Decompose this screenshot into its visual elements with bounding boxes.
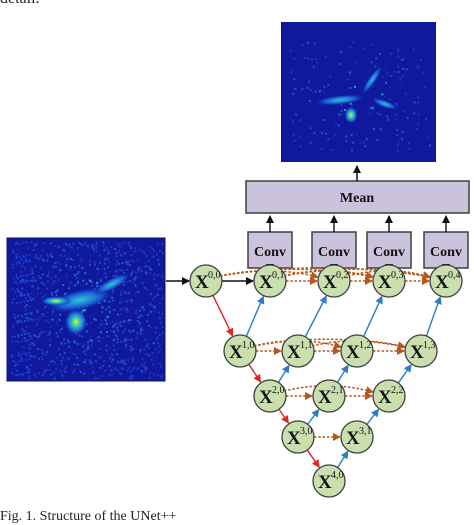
node-letter: X — [346, 342, 360, 363]
node-index: 1,1 — [300, 340, 313, 351]
node-index: 4,0 — [331, 470, 344, 481]
node-index: 1,0 — [242, 340, 255, 351]
node-letter: X — [259, 272, 273, 293]
downsample-arrow — [278, 408, 289, 424]
node-letter: X — [287, 428, 301, 449]
node-letter: X — [346, 428, 360, 449]
node-letter: X — [195, 272, 209, 293]
node-letter: X — [259, 387, 273, 408]
upsample-arrow — [425, 296, 442, 337]
output-image — [281, 22, 436, 162]
node-index: 3,1 — [359, 426, 372, 437]
figure-caption: Fig. 1. Structure of the UNet++ — [0, 509, 177, 524]
conv-label: Conv — [318, 245, 350, 260]
node-index: 1,3 — [423, 340, 436, 351]
node-letter: X — [323, 272, 337, 293]
downsample-arrow — [306, 449, 320, 468]
upsample-arrow — [336, 364, 349, 383]
downsample-arrow — [248, 363, 262, 383]
upsample-arrow — [336, 450, 349, 468]
dense-skip-arrow — [253, 338, 406, 350]
mean-box: Mean — [245, 180, 470, 214]
upsample-arrow — [397, 364, 412, 384]
dense-skip-arrow — [347, 270, 431, 279]
dense-skip-arrow — [283, 268, 431, 280]
upsample-arrow — [245, 295, 265, 337]
upsample-arrow — [307, 408, 320, 425]
conv-box — [311, 231, 357, 269]
upsample-arrow — [277, 364, 290, 383]
node-index: 0,3 — [391, 270, 404, 281]
conv-label: Conv — [254, 245, 286, 260]
upsample-arrow — [363, 295, 383, 337]
node-index: 2,0 — [272, 385, 285, 396]
upsample-arrow — [304, 295, 327, 338]
input-image — [6, 237, 166, 382]
node-index: 1,2 — [359, 340, 372, 351]
node-letter: X — [378, 272, 392, 293]
node-letter: X — [318, 387, 332, 408]
conv-label: Conv — [373, 245, 405, 260]
node-index: 2,1 — [331, 385, 344, 396]
node-index: 0,2 — [336, 270, 349, 281]
dense-skip-arrow — [311, 340, 406, 350]
node-index: 0,4 — [448, 270, 461, 281]
upsample-arrow — [366, 408, 380, 425]
conv-box — [366, 231, 412, 269]
mean-label: Mean — [340, 191, 374, 206]
node-index: 0,1 — [272, 270, 285, 281]
conv-box — [423, 231, 469, 269]
node-index: 0,0 — [208, 270, 221, 281]
node-letter: X — [378, 387, 392, 408]
node-letter: X — [435, 272, 449, 293]
node-letter: X — [410, 342, 424, 363]
node-index: 2,2 — [391, 385, 404, 396]
node-index: 3,0 — [300, 426, 313, 437]
node-letter: X — [229, 342, 243, 363]
node-letter: X — [287, 342, 301, 363]
caption-top: detail. — [0, 0, 40, 8]
node-letter: X — [318, 472, 332, 493]
downsample-arrow — [212, 295, 234, 337]
conv-label: Conv — [430, 245, 462, 260]
